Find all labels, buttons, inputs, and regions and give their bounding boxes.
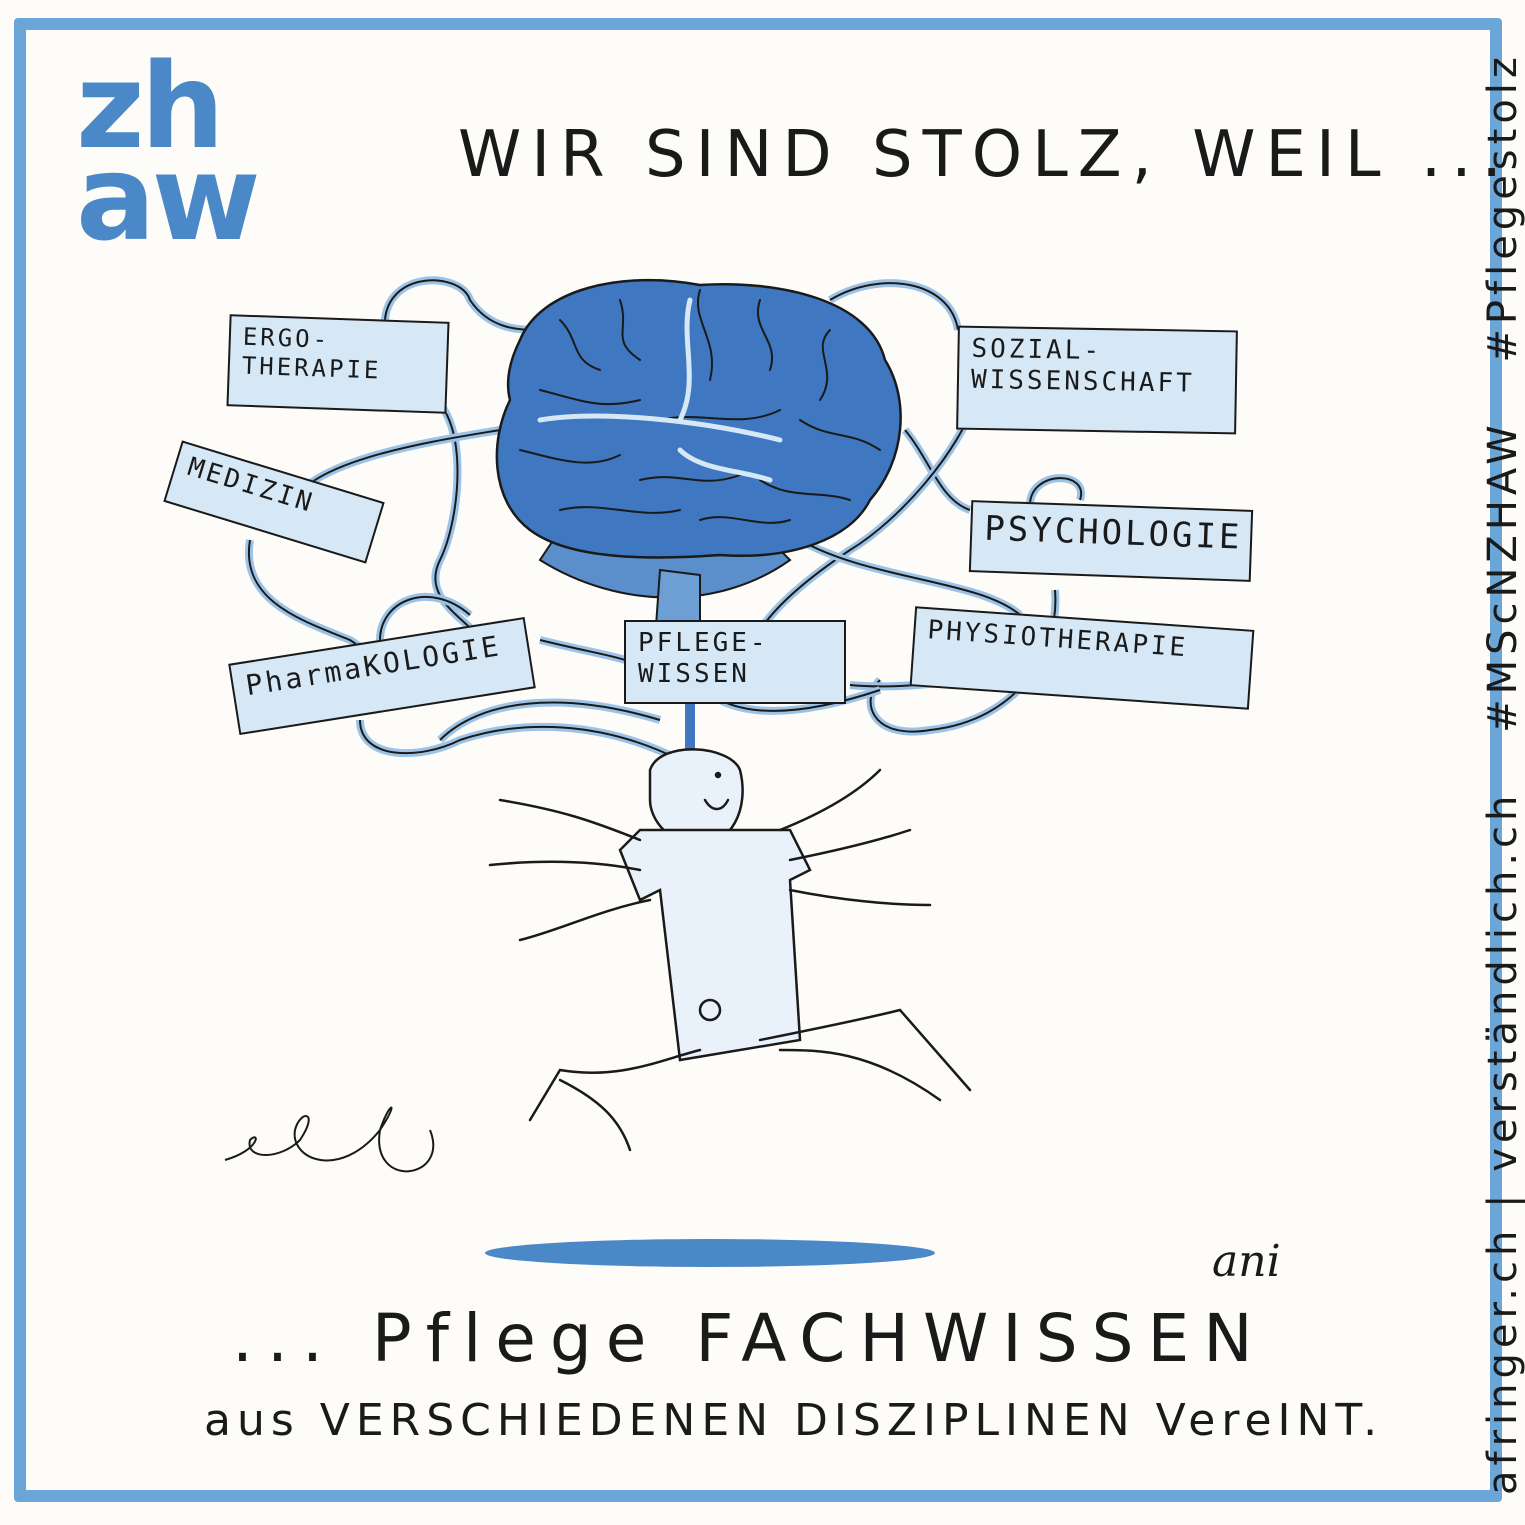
logo-line-2: aw (76, 129, 261, 267)
running-nurse-figure (488, 685, 972, 1152)
sidebar-hashtag-1: #MScNZHAW (1480, 420, 1525, 733)
label-ergotherapie: ERGO- THERAPIE (226, 314, 450, 414)
footer-line-1: ... Pflege FACHWISSEN (232, 1300, 1267, 1377)
connector-tubes (244, 276, 1086, 764)
footer-line-2: aus VERSCHIEDENEN DISZIPLINEN VereINT. (204, 1395, 1384, 1446)
brain-drawing (495, 278, 902, 641)
motion-lines (224, 1106, 435, 1173)
label-sozialwissenschaft: SOZIAL- WISSENSCHAFT (956, 325, 1238, 435)
sidebar-vertical-text: afringer.ch | verständlich.ch #MScNZHAW … (1480, 25, 1525, 1495)
logo-line-1: zh (76, 37, 225, 175)
artist-signature: ani (1212, 1236, 1281, 1287)
sidebar-credit: afringer.ch | verständlich.ch (1480, 790, 1525, 1495)
sidebar-hashtag-2: #Pflegestolz (1480, 52, 1525, 363)
label-pflegewissen: PFLEGE- WISSEN (624, 620, 846, 704)
illustration-frame (14, 18, 1502, 1502)
label-psychologie: PSYCHOLOGIE (968, 500, 1254, 582)
headline: WIR SIND STOLZ, WEIL ... (458, 118, 1512, 192)
zhaw-logo: zh aw (76, 37, 261, 267)
ground-shadow (485, 1239, 935, 1267)
